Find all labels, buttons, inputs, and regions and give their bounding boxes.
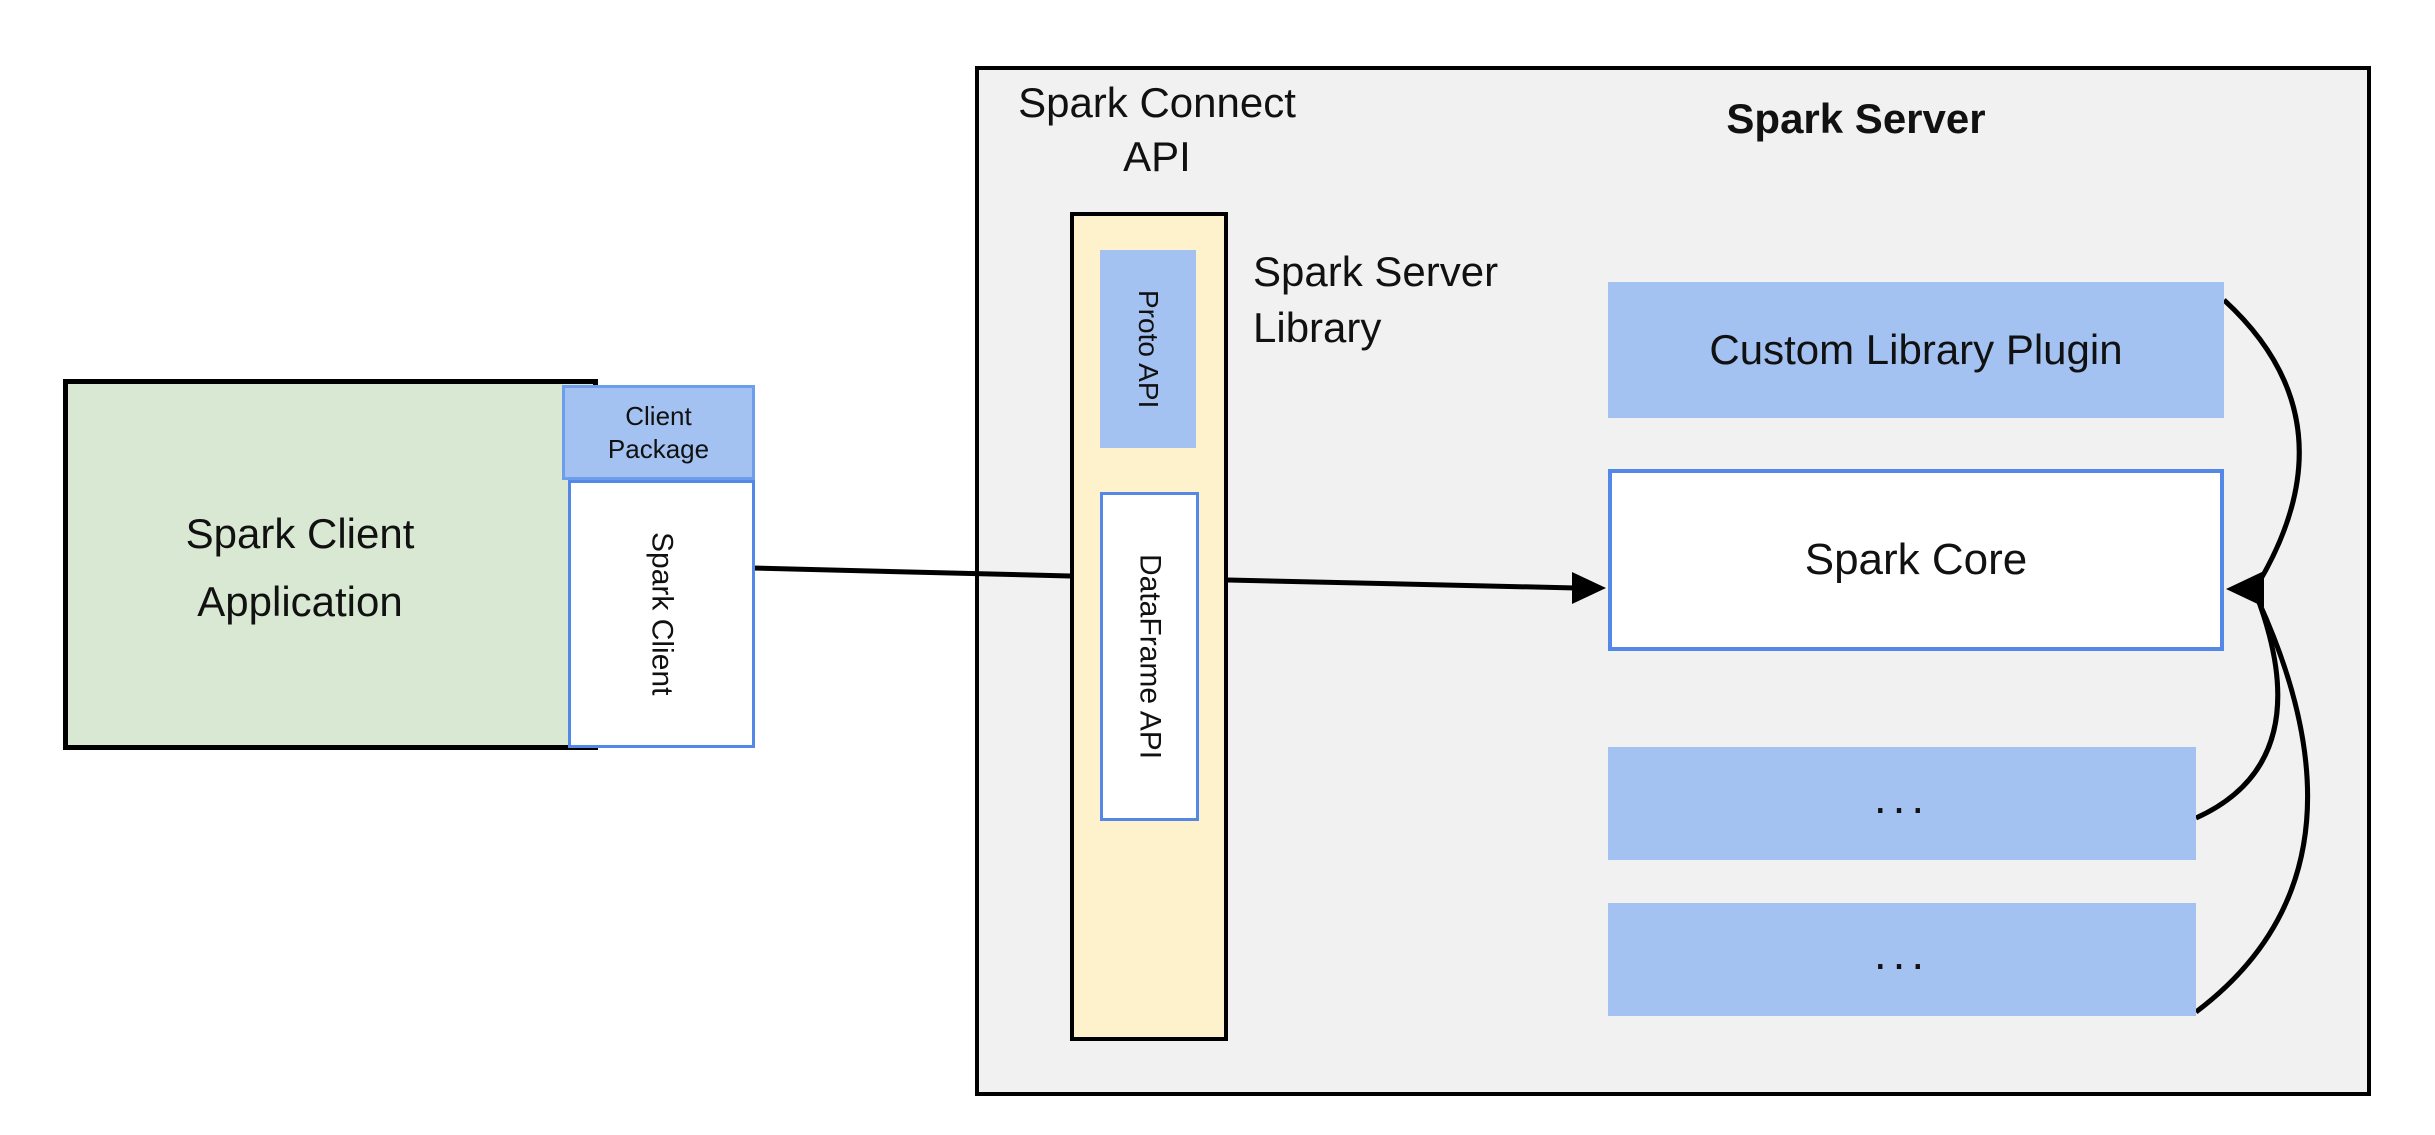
dataframe-api-label: DataFrame API [1133,553,1167,760]
proto-api-box: Proto API [1100,250,1196,448]
spark-client-label: Spark Client [645,532,679,696]
custom-library-plugin-box: Custom Library Plugin [1608,282,2224,418]
ellipsis-box-1: ... [1608,747,2196,860]
client-package-box: Client Package [562,385,755,480]
spark-client-application-label: Spark Client Application [185,510,415,625]
spark-client-application-box [63,379,598,750]
dataframe-api-box: DataFrame API [1100,492,1199,821]
ellipsis-box-2: ... [1608,903,2196,1016]
spark-server-library-label: Spark Server Library [1253,248,1499,351]
proto-api-label: Proto API [1133,289,1164,409]
spark-server-title: Spark Server [1726,95,1986,142]
spark-core-box: Spark Core [1608,469,2224,651]
spark-connect-api-title: Spark Connect API [1018,79,1296,180]
spark-client-box: Spark Client [568,480,755,748]
client-package-label: Client Package [607,400,710,464]
